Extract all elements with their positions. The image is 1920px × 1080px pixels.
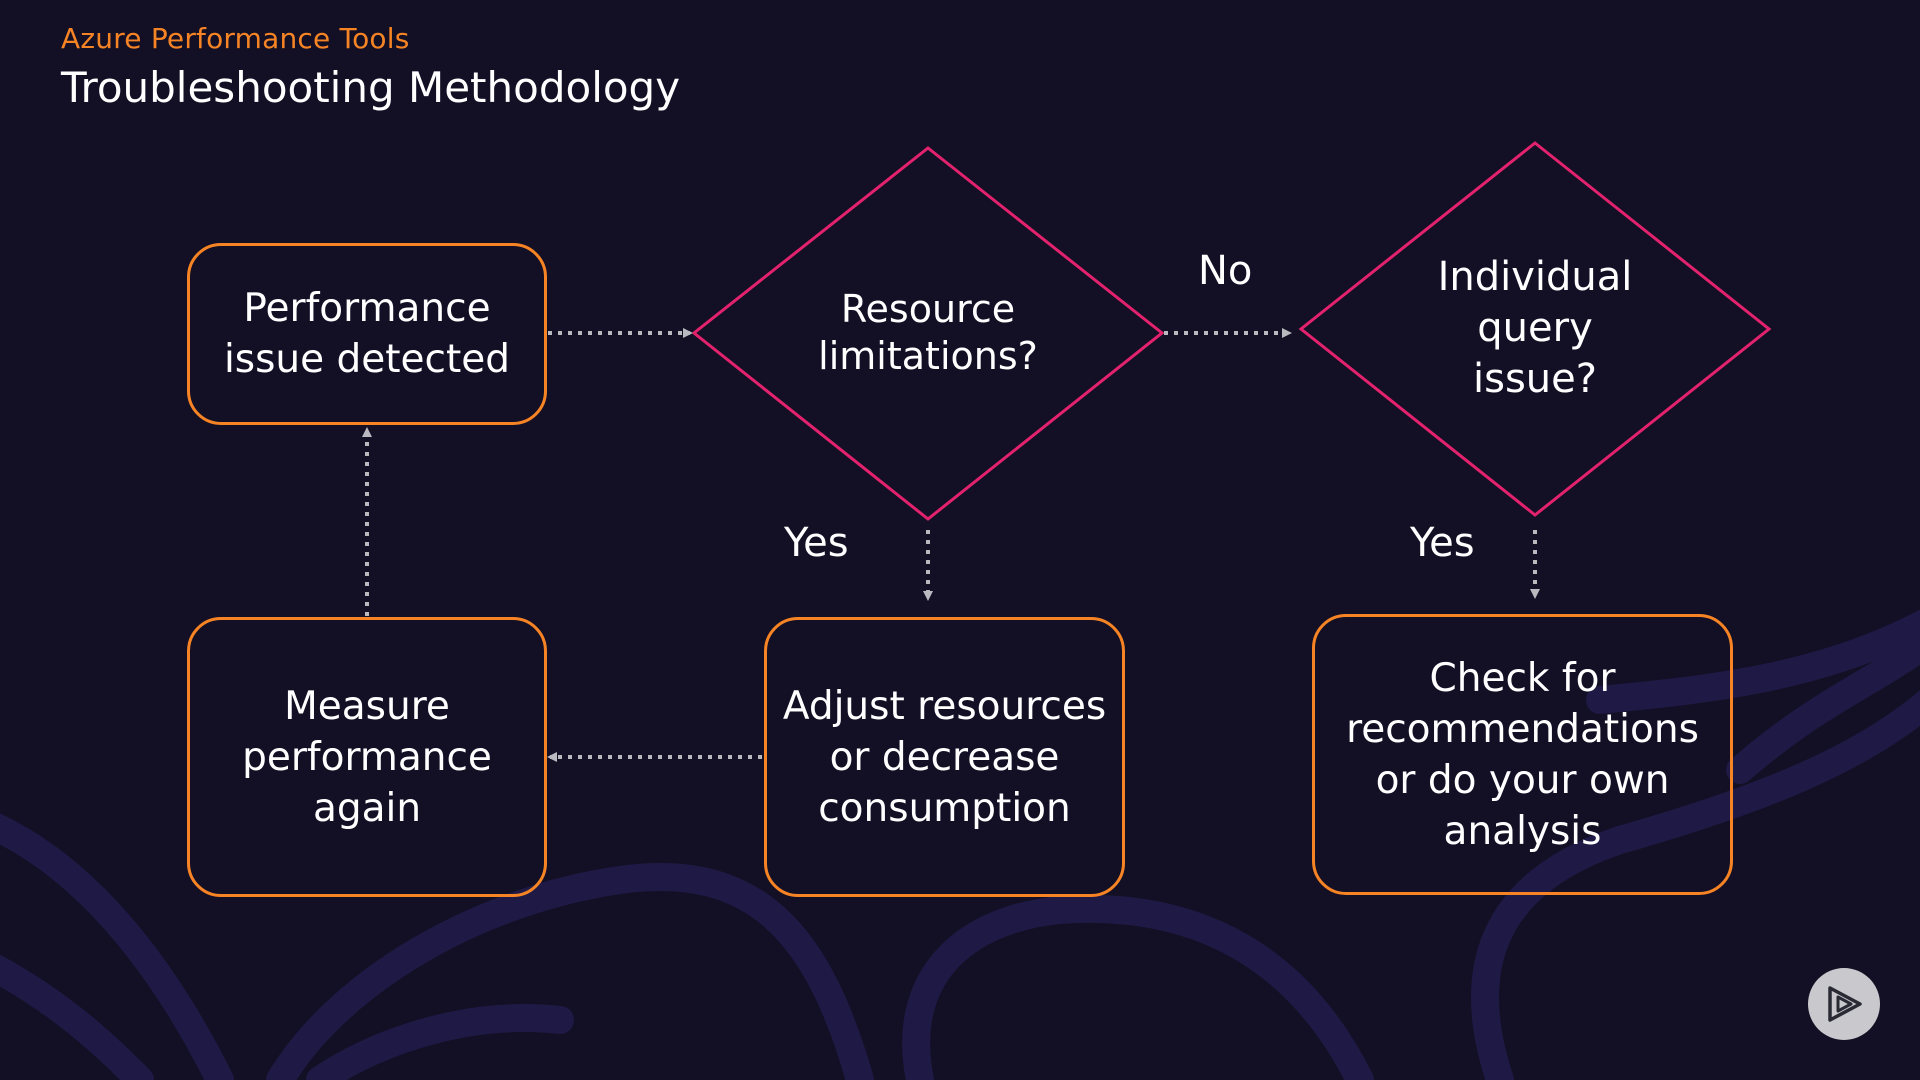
node-resource-limitations: Resource limitations?: [798, 273, 1058, 393]
node-label: Performance issue detected: [223, 286, 511, 382]
play-logo-icon: [1808, 968, 1880, 1040]
node-label: Resource limitations?: [818, 287, 1038, 378]
edge-label-yes-query: Yes: [1410, 520, 1475, 566]
node-measure-performance-again: Measure performance again: [187, 617, 547, 897]
node-label: Check for recommendations or do your own…: [1346, 655, 1699, 854]
slide-title: Troubleshooting Methodology: [61, 63, 681, 112]
node-adjust-resources: Adjust resources or decrease consumption: [764, 617, 1125, 897]
node-performance-issue-detected: Performance issue detected: [187, 243, 547, 425]
edge-label-yes-resource: Yes: [784, 520, 849, 566]
node-label: Adjust resources or decrease consumption: [782, 683, 1107, 831]
decision-diamond-query: [1298, 141, 1772, 517]
node-check-recommendations: Check for recommendations or do your own…: [1312, 614, 1733, 895]
presentation-subtitle: Azure Performance Tools: [61, 22, 410, 55]
decision-diamond-resource: [691, 146, 1165, 521]
edge-label-no: No: [1198, 248, 1253, 294]
node-label: Measure performance again: [242, 683, 492, 831]
node-label: Individual query issue?: [1437, 254, 1633, 402]
node-individual-query-issue: Individual query issue?: [1420, 251, 1650, 406]
